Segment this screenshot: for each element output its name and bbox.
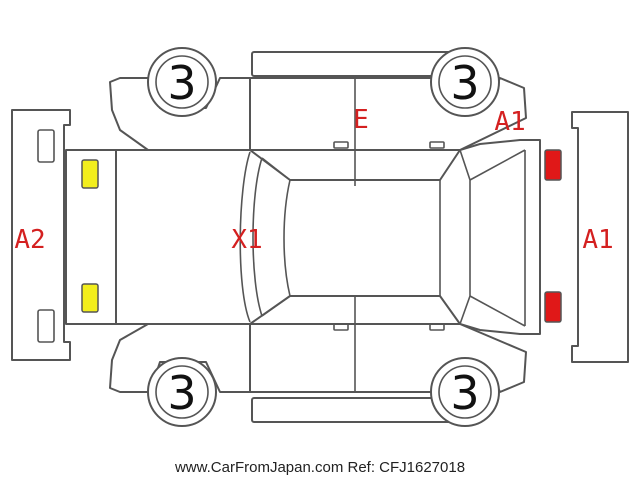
footer-reference: www.CarFromJapan.com Ref: CFJ1627018 [174,459,465,476]
front-bumper [571,111,629,363]
damage-code-front-bumper: A1 [582,225,613,255]
front-lamp-marker-top [544,149,562,181]
damage-code-rear-bumper: A2 [14,225,45,255]
rear-lamp-marker-bottom [81,283,99,313]
wheel-rear-right-grade: 3 [167,56,196,110]
wheel-rear-left-grade: 3 [167,366,196,420]
wheel-front-left-grade: 3 [450,366,479,420]
damage-code-right-front-fender: A1 [494,107,525,137]
rear-lamp-marker-top [81,159,99,189]
wheel-front-right-grade: 3 [450,56,479,110]
damage-code-right-doors: E [353,105,369,135]
wheel-front-left: 3 [430,357,500,427]
damage-code-roof: X1 [231,225,262,255]
wheel-front-right: 3 [430,47,500,117]
car-body [65,139,541,335]
wheel-rear-right: 3 [147,47,217,117]
rear-bumper [11,109,71,361]
wheel-rear-left: 3 [147,357,217,427]
front-lamp-marker-bottom [544,291,562,323]
